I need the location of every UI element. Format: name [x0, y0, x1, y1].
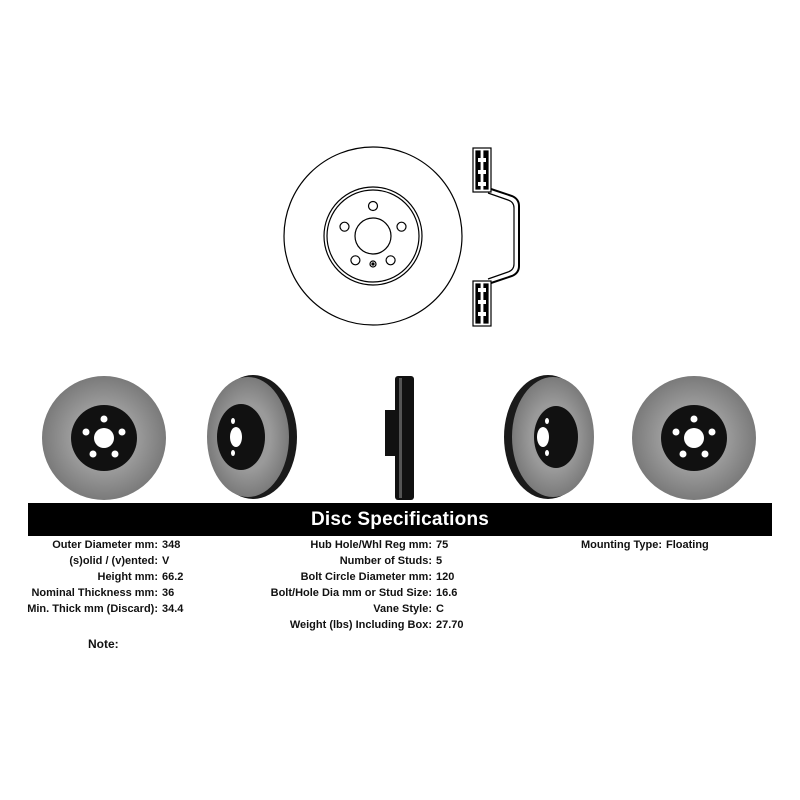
rotor-photo-back-icon [632, 376, 756, 500]
spec-label: Outer Diameter mm: [52, 539, 158, 551]
spec-value: 348 [162, 539, 181, 551]
rotor-cross-section-icon [472, 147, 520, 327]
spec-value: 34.4 [162, 603, 184, 615]
brake-rotor-front-icon [283, 146, 463, 326]
spec-value: V [162, 555, 170, 567]
spec-outer-diameter: Outer Diameter mm: 348 [20, 537, 183, 553]
spec-label: Bolt Circle Diameter mm: [300, 571, 432, 583]
spec-value: 75 [436, 539, 449, 551]
spec-nominal-thickness: Nominal Thickness mm: 36 [20, 585, 183, 601]
disc-specifications-banner: Disc Specifications [28, 503, 772, 536]
note-label: Note: [88, 637, 119, 651]
spec-value: 16.6 [436, 587, 458, 599]
rotor-photo-front-icon [42, 376, 166, 500]
spec-min-thick: Min. Thick mm (Discard): 34.4 [20, 601, 183, 617]
spec-weight: Weight (lbs) Including Box: 27.70 [262, 617, 464, 633]
spec-label: Height mm: [97, 571, 159, 583]
spec-value: 36 [162, 587, 175, 599]
spec-label: Number of Studs: [339, 555, 432, 567]
spec-value: Floating [666, 539, 709, 551]
spec-label: Min. Thick mm (Discard): [27, 603, 158, 615]
spec-label: (s)olid / (v)ented: [69, 555, 158, 567]
spec-vane-style: Vane Style: C [262, 601, 464, 617]
spec-hub-hole: Hub Hole/Whl Reg mm: 75 [262, 537, 464, 553]
spec-column-2: Hub Hole/Whl Reg mm: 75 Number of Studs: 5… [262, 537, 464, 633]
spec-bolt-circle: Bolt Circle Diameter mm: 120 [262, 569, 464, 585]
spec-column-3: Mounting Type: Floating [560, 537, 709, 553]
spec-mounting-type: Mounting Type: Floating [560, 537, 709, 553]
spec-bolt-hole: Bolt/Hole Dia mm or Stud Size: 16.6 [262, 585, 464, 601]
spec-value: C [436, 603, 444, 615]
spec-label: Weight (lbs) Including Box: [289, 619, 432, 631]
spec-label: Bolt/Hole Dia mm or Stud Size: [270, 587, 432, 599]
spec-number-of-studs: Number of Studs: 5 [262, 553, 464, 569]
spec-column-1: Outer Diameter mm: 348 (s)olid / (v)ented… [20, 537, 183, 617]
rotor-photo-side-icon [385, 376, 414, 500]
spec-value: 5 [436, 555, 443, 567]
spec-value: 27.70 [436, 619, 464, 631]
spec-label: Vane Style: [373, 603, 432, 615]
spec-label: Mounting Type: [580, 539, 662, 551]
spec-height: Height mm:66.2 [20, 569, 184, 585]
spec-label: Hub Hole/Whl Reg mm: [310, 539, 432, 551]
spec-value: 66.2 [162, 571, 184, 583]
spec-solid-vented: (s)olid / (v)ented: V [20, 553, 183, 569]
spec-value: 120 [436, 571, 455, 583]
rotor-photo-angle-left-icon [207, 375, 297, 499]
spec-label: Nominal Thickness mm: [31, 587, 158, 599]
rotor-photo-angle-right-icon [504, 375, 594, 499]
